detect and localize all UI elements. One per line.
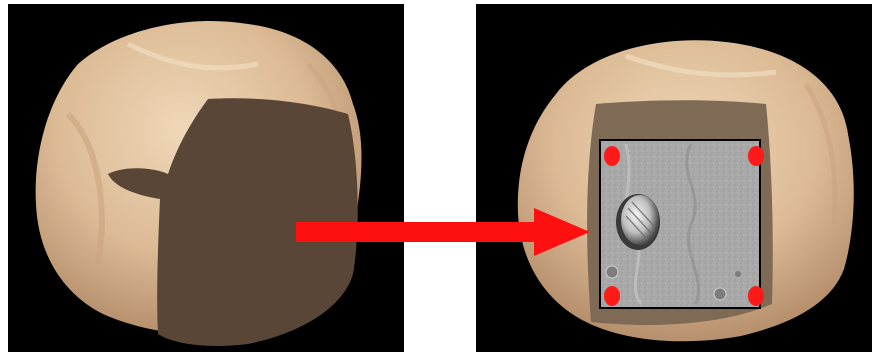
control-point-marker — [748, 146, 764, 166]
small-crater-icon — [735, 271, 741, 277]
control-point-marker — [604, 286, 620, 306]
left-rock-svg — [8, 4, 404, 352]
right-rock-svg — [476, 4, 872, 352]
surface-texture-image — [600, 140, 760, 308]
crater-icon — [616, 194, 660, 250]
small-crater-icon — [714, 288, 726, 300]
left-panel — [8, 4, 404, 352]
control-point-marker — [748, 286, 764, 306]
small-crater-icon — [606, 266, 618, 278]
right-panel — [476, 4, 872, 352]
control-point-marker — [604, 146, 620, 166]
